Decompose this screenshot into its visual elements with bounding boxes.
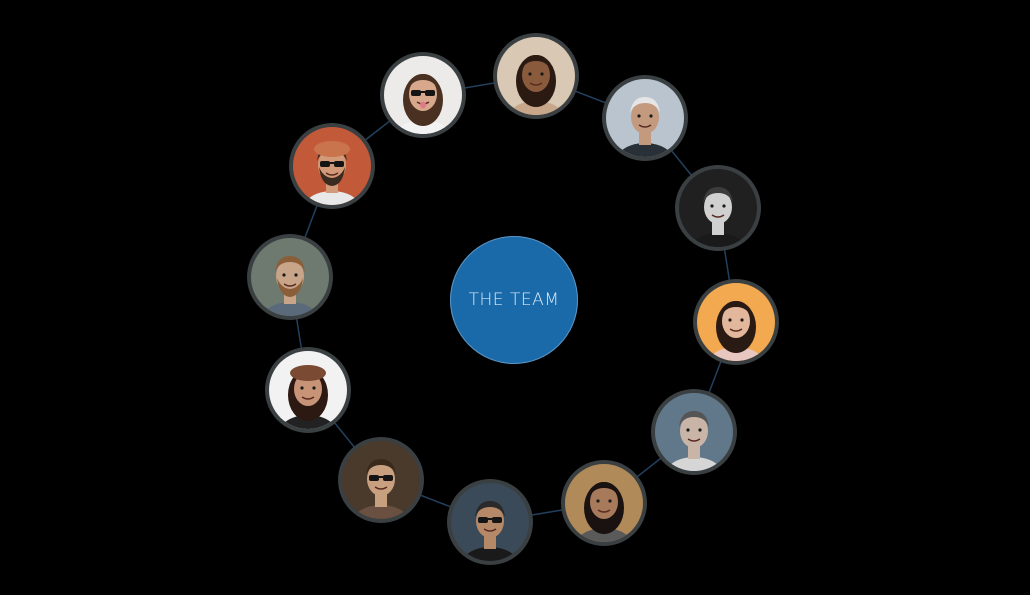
team-center-button[interactable]: THE TEAM [450, 236, 578, 364]
portrait-photo [451, 483, 529, 561]
portrait-photo [497, 37, 575, 115]
portrait-photo [384, 56, 462, 134]
portrait-photo [606, 79, 684, 157]
portrait-photo [269, 351, 347, 429]
portrait-photo [293, 127, 371, 205]
team-center-label: THE TEAM [468, 290, 560, 310]
portrait-photo [655, 393, 733, 471]
member-mirror-shades-man-avatar[interactable] [447, 479, 533, 565]
portrait-photo [697, 283, 775, 361]
portrait-photo [679, 169, 757, 247]
member-woman-beret-avatar[interactable] [265, 347, 351, 433]
member-sunglasses-tongue-avatar[interactable] [380, 52, 466, 138]
member-driver-sunglasses-avatar[interactable] [338, 437, 424, 523]
member-cap-sunglasses-man-avatar[interactable] [289, 123, 375, 209]
portrait-photo [251, 238, 329, 316]
portrait-photo [342, 441, 420, 519]
member-smiling-woman-braids-avatar[interactable] [493, 33, 579, 119]
member-bald-fighter-avatar[interactable] [651, 389, 737, 475]
member-curly-hair-man-avatar[interactable] [675, 165, 761, 251]
portrait-photo [565, 464, 643, 542]
member-young-girl-avatar[interactable] [561, 460, 647, 546]
member-surprised-girl-avatar[interactable] [693, 279, 779, 365]
member-bearded-man-avatar[interactable] [247, 234, 333, 320]
member-elderly-man-avatar[interactable] [602, 75, 688, 161]
